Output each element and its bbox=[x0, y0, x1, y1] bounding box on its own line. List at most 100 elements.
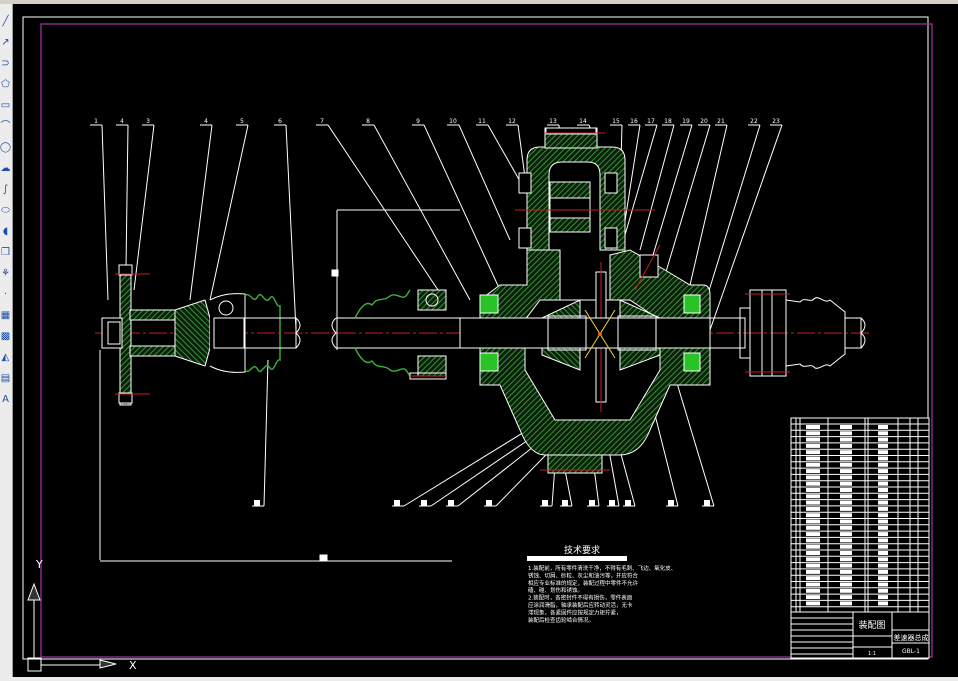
parts-list-cell-text bbox=[878, 494, 888, 499]
balloon-label-mark bbox=[589, 500, 595, 506]
hatch-tool[interactable]: ▦ bbox=[0, 310, 11, 321]
parts-list-cell-text bbox=[806, 506, 820, 511]
balloon-label: 21 bbox=[717, 118, 725, 125]
parts-list-cell-text bbox=[840, 557, 852, 562]
leader-line bbox=[125, 124, 129, 269]
spline-tool[interactable]: ∫ bbox=[2, 184, 9, 195]
balloon-label: 9 bbox=[416, 118, 420, 125]
insert-block-tool[interactable]: ❐ bbox=[1, 247, 10, 258]
gradient-tool[interactable]: ▩ bbox=[0, 331, 11, 342]
left-half-shaft bbox=[331, 289, 460, 380]
parts-list-cell-text bbox=[840, 494, 852, 499]
parts-list-cell-text bbox=[840, 519, 852, 524]
parts-list-cell-text bbox=[806, 425, 820, 429]
parts-list-cell-text bbox=[806, 456, 820, 461]
line-tool[interactable]: ╱ bbox=[2, 16, 9, 27]
circle-tool[interactable]: ◯ bbox=[0, 142, 12, 153]
leader-line bbox=[699, 124, 761, 321]
balloon-label: 18 bbox=[664, 118, 672, 125]
parts-list-cell-text bbox=[878, 450, 888, 455]
parts-list-cell-text bbox=[840, 462, 852, 467]
parts-list-cell-text bbox=[840, 582, 852, 587]
leader-line bbox=[564, 469, 573, 507]
parts-list-cell-text bbox=[878, 469, 888, 474]
sheet-outer-frame bbox=[22, 16, 929, 660]
balloon-label: 23 bbox=[772, 118, 780, 125]
parts-list-cell-text bbox=[840, 475, 852, 480]
balloon-label: 16 bbox=[630, 118, 638, 125]
leader-line bbox=[327, 124, 439, 291]
parts-list-cell-text bbox=[878, 569, 888, 574]
parts-list-cell-text bbox=[840, 425, 852, 429]
table-tool[interactable]: ▤ bbox=[0, 373, 11, 384]
parts-list-cell-text bbox=[840, 551, 852, 555]
ellipse-tool[interactable]: ⬭ bbox=[1, 205, 10, 216]
parts-list-cell-text bbox=[806, 431, 820, 436]
parts-list-cell-text bbox=[878, 443, 888, 448]
parts-list-cell-text bbox=[806, 481, 820, 486]
parts-list-cell-text bbox=[806, 469, 820, 474]
balloon-label-mark bbox=[254, 500, 260, 506]
polygon-tool[interactable]: ⬠ bbox=[1, 79, 10, 90]
differential-housing bbox=[459, 127, 711, 474]
drawing-title: 装配图 bbox=[858, 619, 885, 631]
tech-requirement-line: 锈蚀、切屑、砂粒、灰尘和油污等，并应符合 bbox=[528, 571, 639, 579]
parts-list-cell-text bbox=[840, 588, 852, 593]
parts-list-cell-text bbox=[806, 443, 820, 448]
parts-list-cell-text bbox=[878, 576, 888, 581]
balloon-label: 10 bbox=[449, 118, 457, 125]
parts-list-cell-text bbox=[806, 513, 820, 518]
parts-list-cell-text bbox=[806, 582, 820, 587]
leader-line bbox=[209, 124, 249, 301]
rectangle-tool[interactable]: ▭ bbox=[0, 100, 11, 111]
balloon-label: 3 bbox=[146, 118, 150, 125]
revision-cloud-tool[interactable]: ☁ bbox=[0, 163, 11, 174]
parts-list-cell-text bbox=[806, 576, 820, 581]
parts-list-cell-text bbox=[806, 500, 820, 505]
multiline-text-tool[interactable]: A bbox=[2, 394, 9, 405]
ellipse-arc-tool[interactable]: ◖ bbox=[2, 226, 9, 237]
balloon-label-mark bbox=[448, 500, 454, 506]
parts-list-cell-text bbox=[840, 569, 852, 574]
parts-list-cell-text bbox=[840, 563, 852, 568]
parts-list-cell-text bbox=[878, 544, 888, 549]
leader-line bbox=[649, 124, 693, 266]
parts-list-cell-text bbox=[806, 538, 820, 543]
make-block-tool[interactable]: ⚘ bbox=[1, 268, 10, 279]
parts-list-cell-text bbox=[806, 595, 820, 600]
balloon-label-mark bbox=[542, 500, 548, 506]
construction-line-tool[interactable]: ↗ bbox=[1, 37, 10, 48]
parts-list-cell-text bbox=[840, 513, 852, 518]
leader-line bbox=[458, 124, 511, 241]
leader-line bbox=[133, 124, 155, 291]
region-tool[interactable]: ◭ bbox=[1, 352, 10, 363]
parts-list-cell-text bbox=[840, 532, 852, 537]
parts-list-cell-text bbox=[878, 519, 888, 524]
tech-requirement-line: 2.装配时，各密封件不得有损伤，零件表面 bbox=[528, 594, 633, 602]
parts-list-cell-text bbox=[878, 582, 888, 587]
parts-list-cell-text bbox=[806, 462, 820, 467]
parts-list-cell-text bbox=[806, 557, 820, 562]
leader-line bbox=[101, 124, 109, 301]
parts-list-cell-text bbox=[878, 488, 888, 492]
parts-list-cell-text bbox=[806, 437, 820, 442]
point-tool[interactable]: · bbox=[3, 289, 8, 300]
balloon-label: 5 bbox=[240, 118, 244, 125]
balloon-label: 8 bbox=[366, 118, 370, 125]
arc-tool[interactable]: ⌒ bbox=[0, 121, 11, 132]
parts-list-cell-text bbox=[806, 551, 820, 555]
balloon-label-mark bbox=[668, 500, 674, 506]
parts-list-cell-text bbox=[878, 557, 888, 562]
parts-list-cell-text bbox=[806, 475, 820, 480]
balloon-label-mark bbox=[704, 500, 710, 506]
parts-list-cell-text bbox=[840, 456, 852, 461]
project-name: 差速器总成 bbox=[894, 633, 929, 642]
balloon-label: 17 bbox=[647, 118, 655, 125]
balloon-label: 4 bbox=[120, 118, 124, 125]
tech-requirements: 技术要求 1.装配前，所有零件清洗干净，不得有毛刺、飞边、氧化皮、锈蚀、切屑、砂… bbox=[527, 544, 676, 624]
parts-list-cell-text bbox=[806, 450, 820, 455]
polyline-tool[interactable]: ⊃ bbox=[1, 58, 10, 69]
draw-toolbar: ╱ ↗ ⊃ ⬠ ▭ ⌒ ◯ ☁ ∫ ⬭ ◖ ❐ ⚘ · ▦ ▩ ◭ ▤ A bbox=[0, 4, 13, 677]
